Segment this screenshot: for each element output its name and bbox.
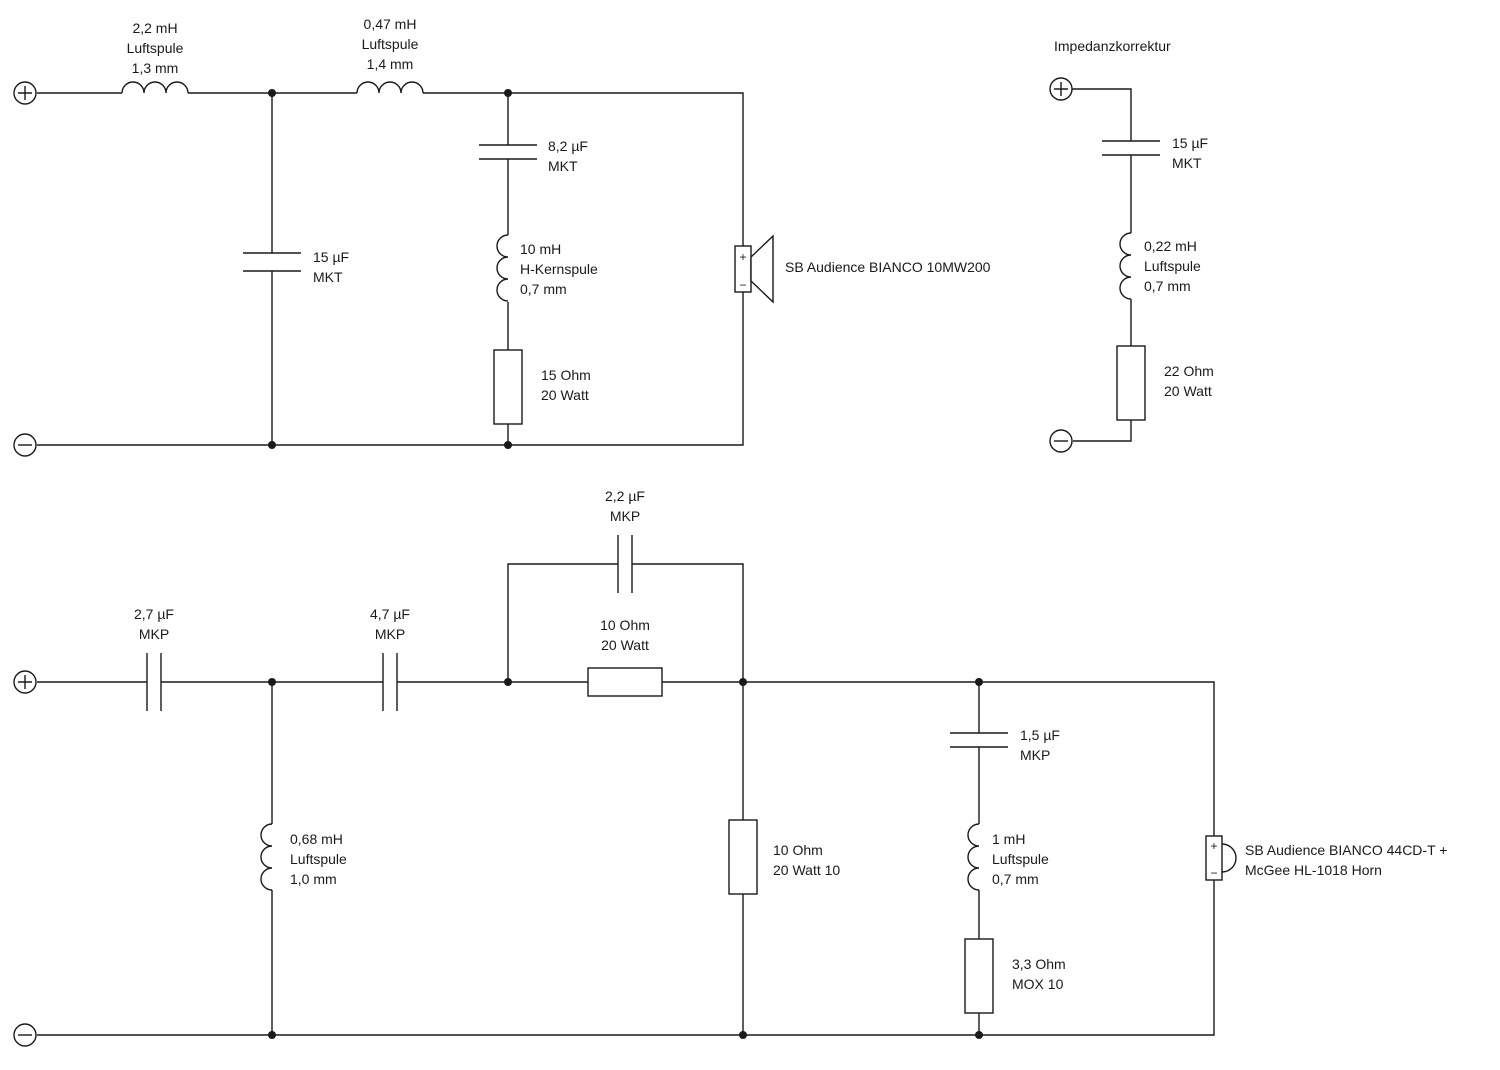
tweeter-icon: + −	[1205, 835, 1237, 881]
inductor-l1-symbol	[260, 823, 273, 891]
woofer-c1-type: MKT	[313, 269, 343, 285]
impedance-correction-section: Impedanzkorrektur 15 µF MKT 0,22 mH Luft…	[1049, 38, 1214, 453]
tweeter-l1-wire: 1,0 mm	[290, 871, 337, 887]
woofer-plus-rail	[37, 92, 744, 446]
woofer-c2-type: MKT	[548, 158, 578, 174]
woofer-driver-label: SB Audience BIANCO 10MW200	[785, 259, 991, 275]
woofer-section: 2,2 mH Luftspule 1,3 mm 0,47 mH Luftspul…	[13, 16, 991, 457]
tweeter-c1-type: MKP	[139, 626, 169, 642]
impedance-l-value: 0,22 mH	[1144, 238, 1197, 254]
capacitor-c1-symbol	[243, 252, 301, 272]
impedance-capacitor-symbol	[1102, 140, 1160, 156]
impedance-l-type: Luftspule	[1144, 258, 1201, 274]
woofer-r1-value: 15 Ohm	[541, 367, 591, 383]
impedance-correction-title: Impedanzkorrektur	[1054, 38, 1171, 54]
tweeter-driver-label-line2: McGee HL-1018 Horn	[1245, 862, 1382, 878]
woofer-l3-wire: 0,7 mm	[520, 281, 567, 297]
inductor-l2-symbol	[967, 823, 980, 891]
tweeter-c2-value: 4,7 µF	[370, 606, 410, 622]
resistor-r1-symbol	[493, 349, 523, 425]
tweeter-c3-type: MKP	[610, 508, 640, 524]
impedance-c-value: 15 µF	[1172, 135, 1208, 151]
woofer-l3-type: H-Kernspule	[520, 261, 598, 277]
tweeter-r3-type: MOX 10	[1012, 976, 1064, 992]
tweeter-c4-value: 1,5 µF	[1020, 727, 1060, 743]
tweeter-r3-value: 3,3 Ohm	[1012, 956, 1066, 972]
tweeter-l1-type: Luftspule	[290, 851, 347, 867]
terminal-plus-icon	[13, 670, 37, 694]
woofer-l1-type: Luftspule	[127, 40, 184, 56]
woofer-l1-wire: 1,3 mm	[132, 60, 179, 76]
speaker-icon: + −	[734, 234, 774, 304]
impedance-r-power: 20 Watt	[1164, 383, 1212, 399]
woofer-l2-type: Luftspule	[362, 36, 419, 52]
tweeter-r1-power: 20 Watt	[601, 637, 649, 653]
capacitor-c4-symbol	[950, 732, 1008, 748]
impedance-inductor-symbol	[1119, 232, 1132, 300]
impedance-r-value: 22 Ohm	[1164, 363, 1214, 379]
woofer-junctions	[268, 89, 512, 449]
tweeter-c4-type: MKP	[1020, 747, 1050, 763]
tweeter-bypass-wire	[507, 563, 744, 682]
tweeter-l2-value: 1 mH	[992, 831, 1025, 847]
terminal-plus-icon	[13, 81, 37, 105]
capacitor-c3-symbol	[617, 535, 633, 593]
inductor-l1-symbol	[121, 81, 189, 94]
inductor-l2-symbol	[356, 81, 424, 94]
resistor-r2-symbol	[728, 819, 758, 895]
woofer-c1-value: 15 µF	[313, 249, 349, 265]
tweeter-c1-value: 2,7 µF	[134, 606, 174, 622]
tweeter-driver-label-line1: SB Audience BIANCO 44CD-T +	[1245, 842, 1447, 858]
tweeter-minus-mark: −	[1210, 866, 1217, 880]
capacitor-c2-symbol	[382, 653, 398, 711]
inductor-l3-symbol	[496, 234, 509, 302]
tweeter-section: 2,7 µF MKP 4,7 µF MKP 2,2 µF MKP 10 Ohm …	[13, 488, 1447, 1047]
resistor-r1-symbol	[587, 667, 663, 697]
terminal-plus-icon	[1049, 77, 1073, 101]
tweeter-c3-value: 2,2 µF	[605, 488, 645, 504]
impedance-resistor-symbol	[1116, 345, 1146, 421]
impedance-wire	[1072, 88, 1132, 442]
tweeter-r2-power: 20 Watt 10	[773, 862, 840, 878]
tweeter-r2-value: 10 Ohm	[773, 842, 823, 858]
capacitor-c2-symbol	[479, 144, 537, 160]
woofer-l2-value: 0,47 mH	[364, 16, 417, 32]
woofer-r1-power: 20 Watt	[541, 387, 589, 403]
terminal-minus-icon	[1049, 429, 1073, 453]
capacitor-c1-symbol	[146, 653, 162, 711]
speaker-minus-mark: −	[739, 278, 746, 292]
tweeter-l2-wire: 0,7 mm	[992, 871, 1039, 887]
tweeter-l2-type: Luftspule	[992, 851, 1049, 867]
terminal-minus-icon	[13, 1023, 37, 1047]
resistor-r3-symbol	[964, 938, 994, 1014]
impedance-c-type: MKT	[1172, 155, 1202, 171]
tweeter-r1-value: 10 Ohm	[600, 617, 650, 633]
terminal-minus-icon	[13, 433, 37, 457]
woofer-c2-value: 8,2 µF	[548, 138, 588, 154]
tweeter-l1-value: 0,68 mH	[290, 831, 343, 847]
tweeter-c2-type: MKP	[375, 626, 405, 642]
woofer-l2-wire: 1,4 mm	[367, 56, 414, 72]
tweeter-plus-mark: +	[1210, 839, 1217, 853]
tweeter-junctions	[268, 678, 983, 1039]
impedance-l-wire: 0,7 mm	[1144, 278, 1191, 294]
woofer-l1-value: 2,2 mH	[132, 20, 177, 36]
woofer-l3-value: 10 mH	[520, 241, 561, 257]
speaker-plus-mark: +	[739, 250, 746, 264]
